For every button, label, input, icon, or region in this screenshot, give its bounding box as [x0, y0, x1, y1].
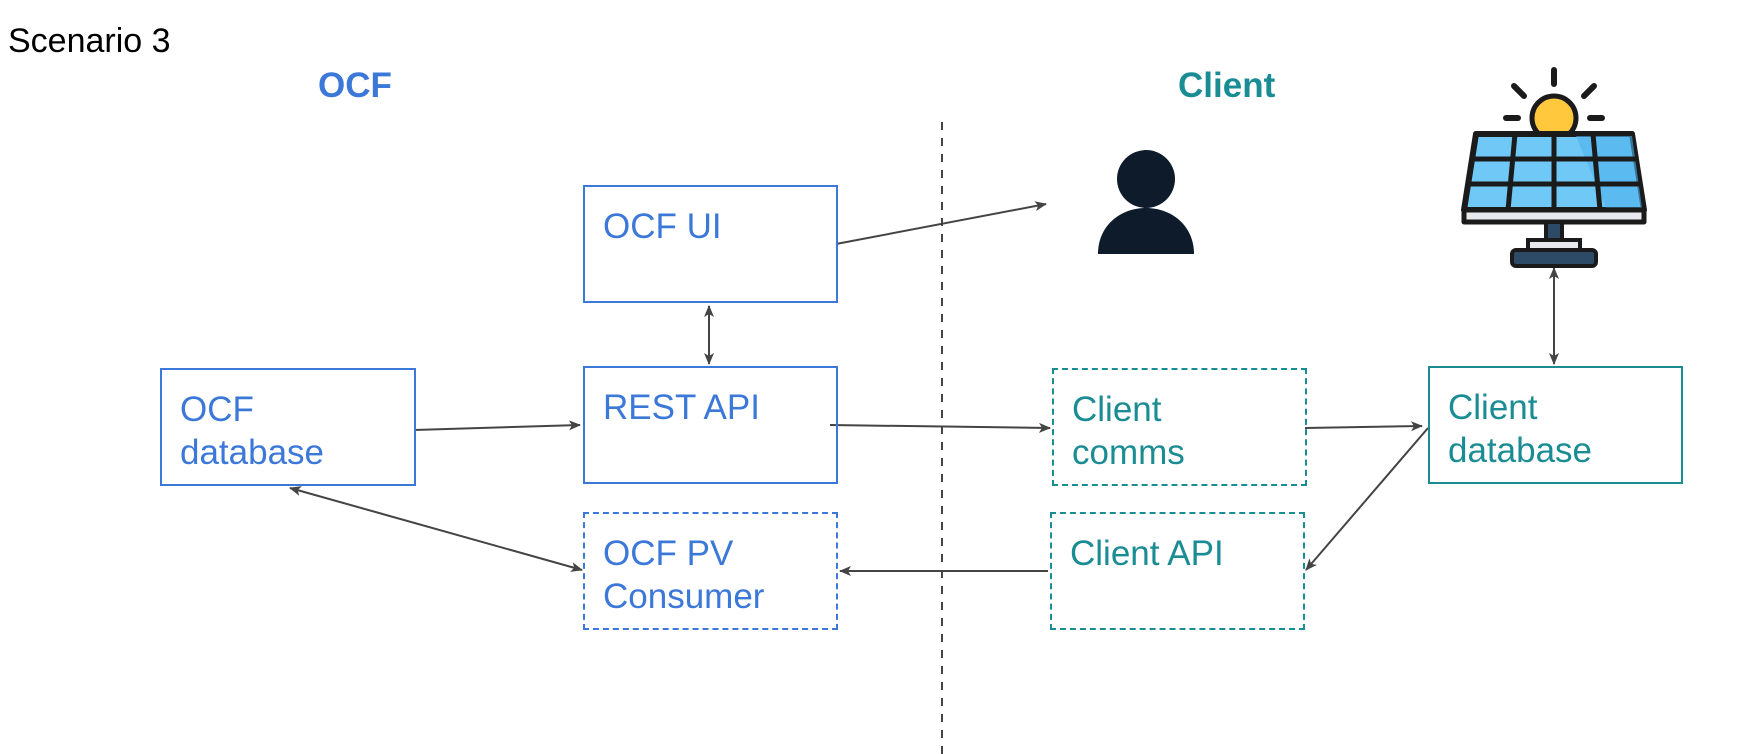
- user-icon: [1098, 150, 1194, 254]
- arrow-ocf-database-to-rest-api: [413, 420, 581, 431]
- arrow-client-comms-to-client-database: [1304, 421, 1423, 432]
- ocf-database-label: OCF database: [180, 390, 325, 472]
- solar-panel-icon: [1461, 67, 1647, 268]
- ocf-section-heading: OCF: [318, 66, 392, 105]
- client-api-label: Client API: [1070, 534, 1224, 573]
- arrow-ocf-pv-consumer-ocf-database: [289, 486, 583, 572]
- rest-api-box: REST API: [583, 366, 838, 484]
- ocf-pv-consumer-label: OCF PV Consumer: [603, 534, 765, 616]
- arrow-ocf-ui-to-user: [835, 201, 1047, 245]
- ocf-database-box: OCF database: [160, 368, 416, 486]
- client-database-box: Client database: [1428, 366, 1683, 484]
- client-comms-label: Client comms: [1072, 390, 1185, 472]
- rest-api-label: REST API: [603, 388, 760, 427]
- ocf-ui-label: OCF UI: [603, 207, 722, 246]
- client-database-label: Client database: [1448, 388, 1593, 470]
- client-section-heading: Client: [1178, 66, 1276, 105]
- scenario-title: Scenario 3: [8, 22, 171, 60]
- ocf-pv-consumer-box: OCF PV Consumer: [583, 512, 838, 630]
- arrow-rest-api-to-client-comms: [829, 422, 1051, 433]
- client-comms-box: Client comms: [1052, 368, 1307, 486]
- client-api-box: Client API: [1050, 512, 1305, 630]
- ocf-ui-box: OCF UI: [583, 185, 838, 303]
- arrow-client-database-to-client-api: [1305, 427, 1429, 571]
